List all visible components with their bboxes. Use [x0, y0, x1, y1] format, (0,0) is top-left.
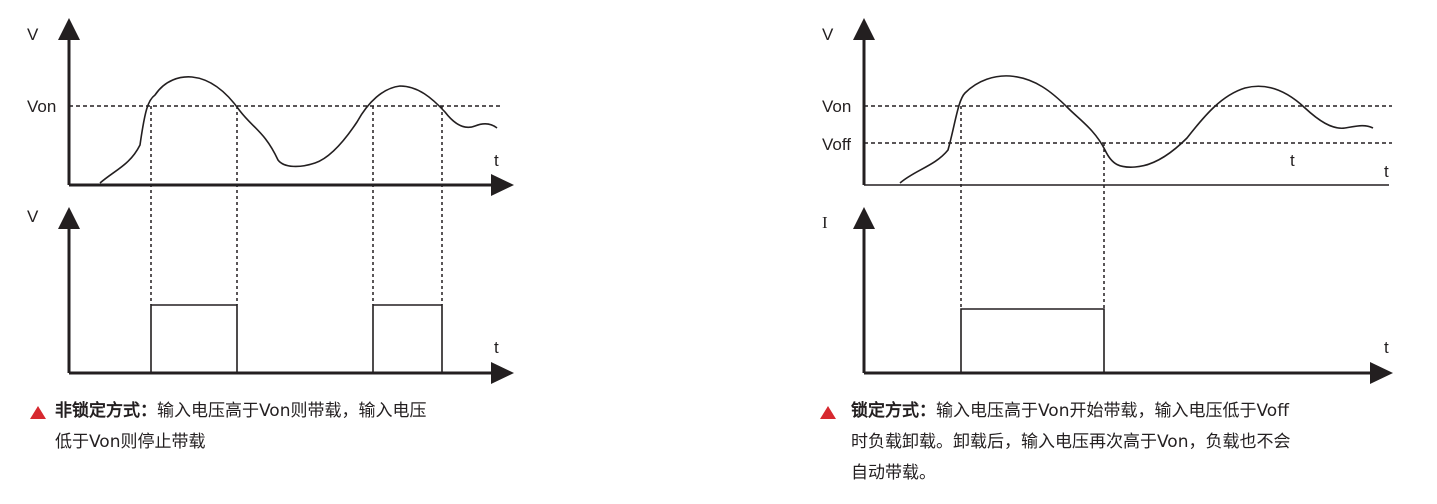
right-bottom-y-arrow [853, 207, 875, 229]
right-caption: 锁定方式：输入电压高于Von开始带载，输入电压低于Voff 时负载卸载。卸载后，… [820, 396, 1420, 489]
left-projection-lines [150, 106, 443, 305]
right-load-pulse [960, 308, 1105, 373]
left-von-label: Von [27, 97, 56, 116]
left-load-pulse-1 [150, 304, 238, 373]
right-bottom-chart: I t [822, 207, 1393, 384]
left-caption-title: 非锁定方式： [55, 401, 157, 421]
left-top-x-arrow [491, 174, 514, 196]
left-voltage-curve [99, 76, 498, 184]
left-top-y-arrow [58, 18, 80, 40]
right-von-label: Von [822, 97, 851, 116]
right-bottom-t-label: t [1384, 338, 1389, 357]
right-voff-label: Voff [822, 135, 851, 154]
left-top-t-label: t [494, 151, 499, 170]
caption-triangle-icon [30, 406, 46, 419]
right-voltage-curve [899, 75, 1374, 184]
left-load-pulse-2 [372, 304, 443, 373]
right-top-t-label: t [1384, 162, 1389, 181]
left-caption-line2: 低于Von则停止带载 [55, 432, 206, 452]
left-top-y-label: V [27, 25, 39, 44]
right-top-chart: V Von Voff t t [822, 18, 1392, 186]
left-caption: 非锁定方式：输入电压高于Von则带载，输入电压 低于Von则停止带载 [30, 396, 550, 458]
right-top-y-label: V [822, 25, 834, 44]
left-caption-line1: 输入电压高于Von则带载，输入电压 [157, 401, 427, 421]
right-bottom-y-label: I [822, 213, 828, 232]
right-top-y-arrow [853, 18, 875, 40]
left-top-chart: V Von t [27, 18, 514, 196]
right-top-t-label-inner: t [1290, 151, 1295, 170]
left-bottom-y-arrow [58, 207, 80, 229]
left-bottom-chart: V t [27, 207, 514, 384]
right-projection-lines [960, 106, 1105, 309]
right-bottom-x-arrow [1370, 362, 1393, 384]
left-bottom-x-arrow [491, 362, 514, 384]
left-bottom-y-label: V [27, 207, 39, 226]
right-caption-title: 锁定方式： [851, 401, 936, 421]
right-caption-line2: 时负载卸载。卸载后，输入电压再次高于Von，负载也不会 [851, 432, 1291, 452]
right-caption-line3: 自动带载。 [851, 463, 936, 483]
right-caption-line1: 输入电压高于Von开始带载，输入电压低于Voff [936, 401, 1289, 421]
caption-triangle-icon [820, 406, 836, 419]
left-bottom-t-label: t [494, 338, 499, 357]
